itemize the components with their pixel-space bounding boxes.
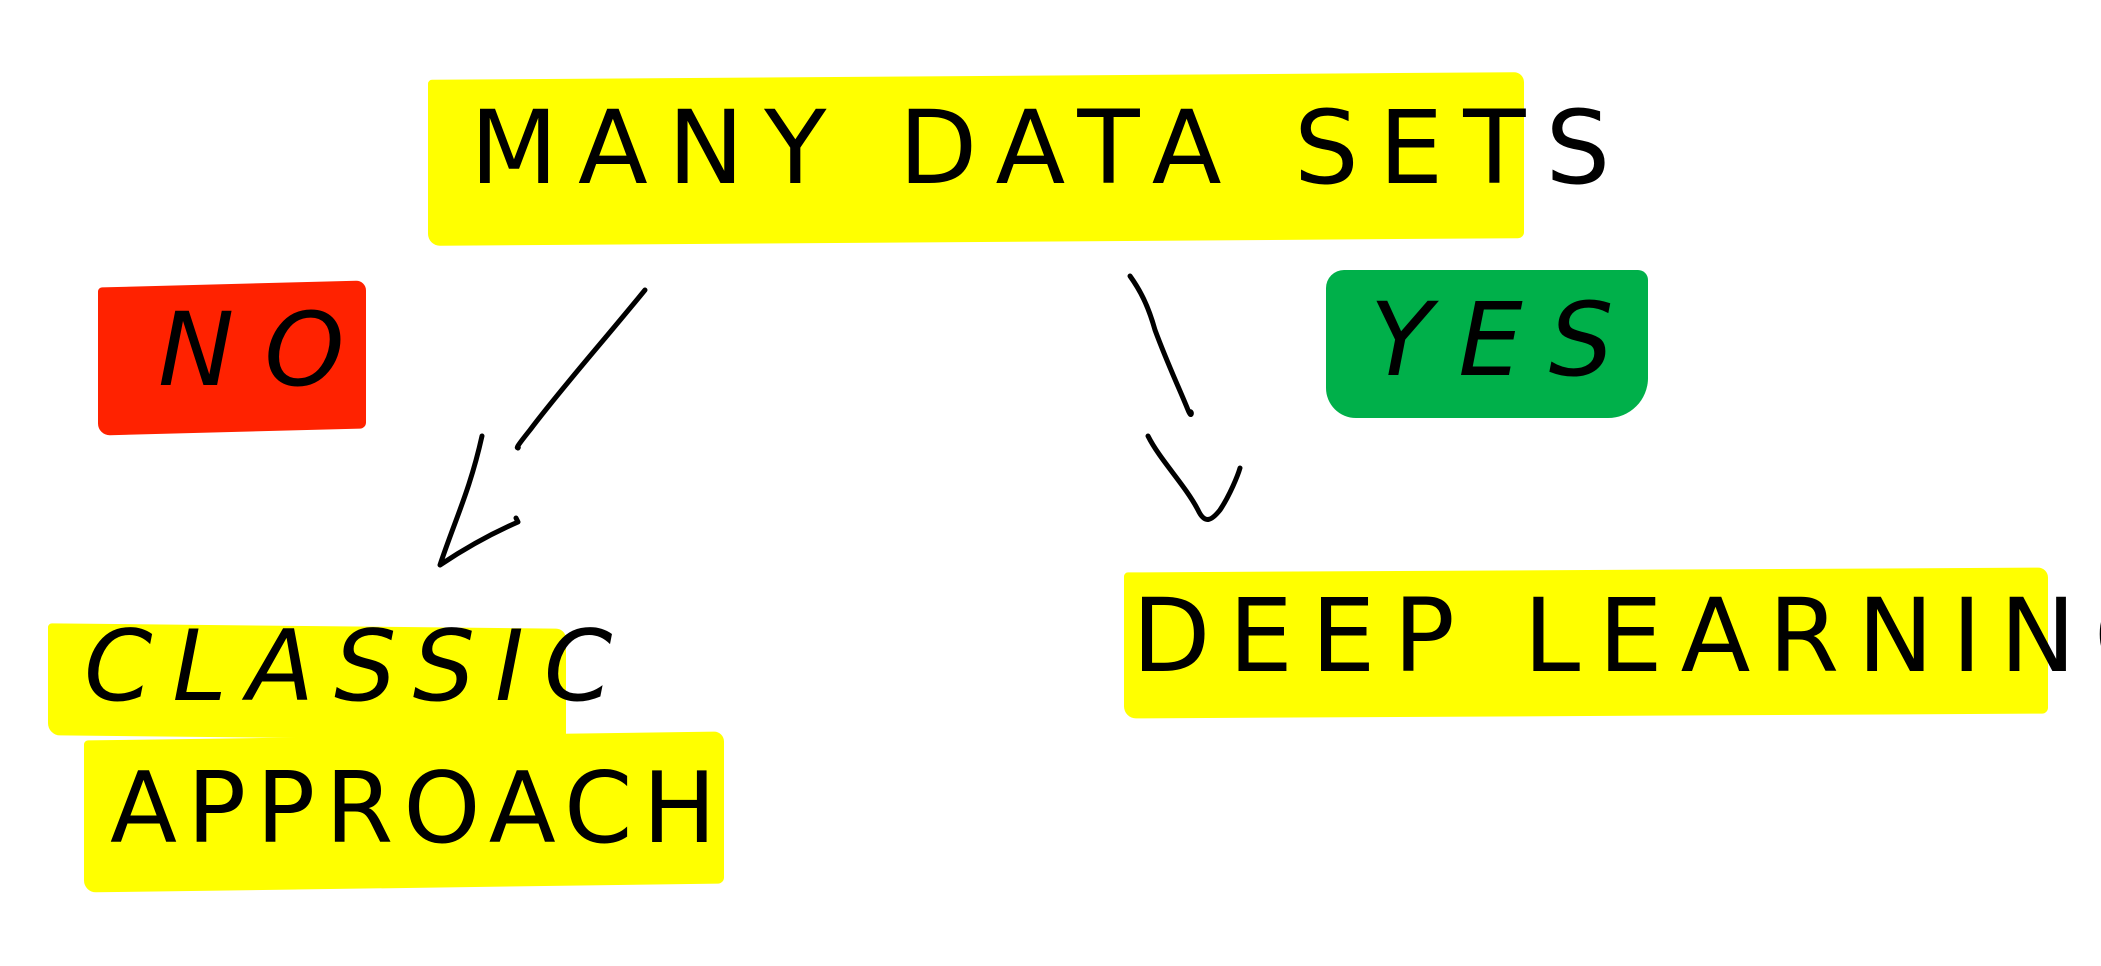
left-node-label-line2: APPROACH [110,752,727,866]
top-node-label: MANY DATA SETS [470,89,1631,208]
yes-branch-label: YES [1370,281,1640,400]
arrow-to-deep-learning-shaft [1127,273,1194,417]
right-node-label: DEEP LEARNING [1132,577,2101,696]
yes-label-highlight [1326,270,1648,418]
arrow-to-deep-learning [1127,273,1243,522]
arrow-to-classic [437,287,648,568]
arrow-to-classic-head [437,433,521,568]
left-node-label-line1: CLASSIC [84,610,633,724]
no-branch-label: NO [158,291,375,410]
arrow-to-classic-shaft [514,287,648,451]
arrow-to-deep-learning-head [1145,433,1243,522]
